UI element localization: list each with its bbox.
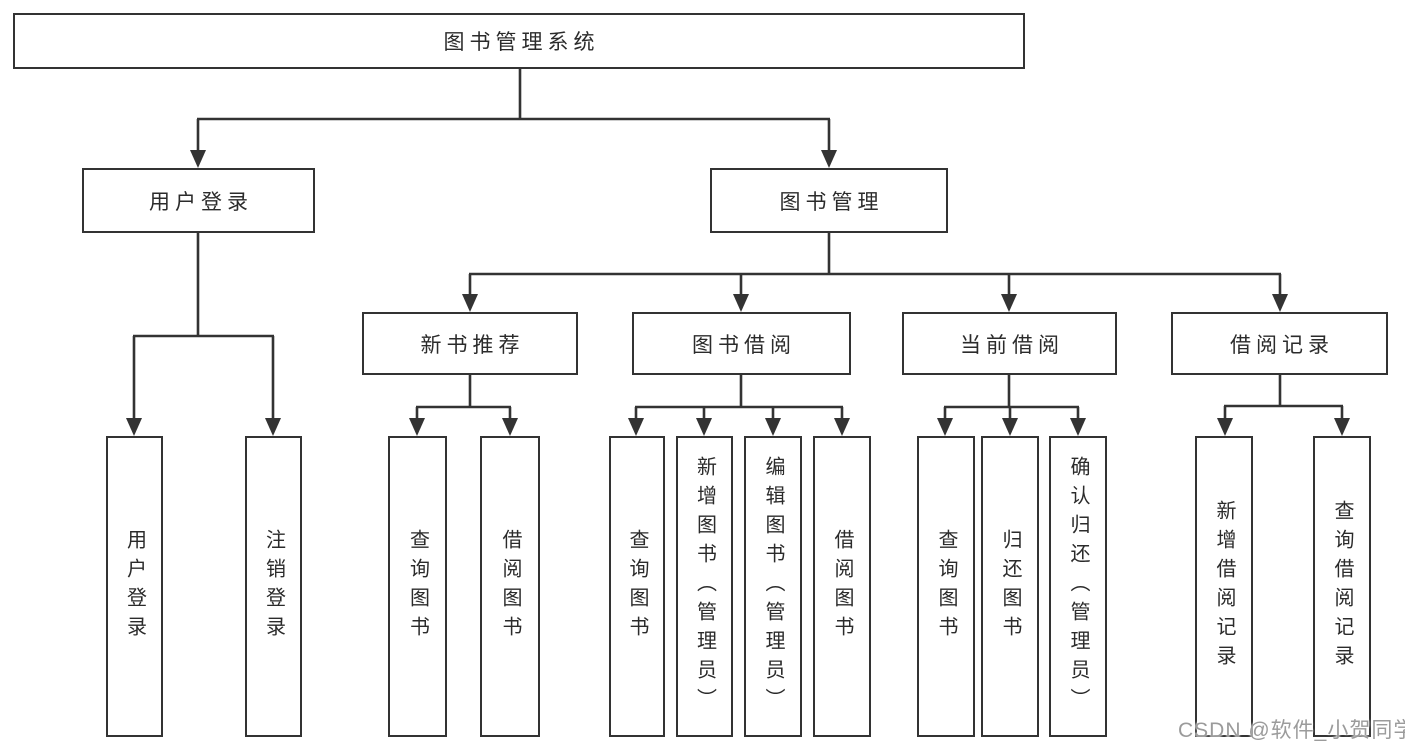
node-current-borrow: 当前借阅: [902, 312, 1117, 375]
leaf-borrow-edit-book-admin: 编辑图书（管理员）: [744, 436, 802, 737]
leaf-label: 查询图书: [935, 528, 957, 645]
leaf-label: 用户登录: [123, 528, 146, 645]
leaf-borrow-search-book: 查询图书: [609, 436, 665, 737]
leaf-label: 借阅图书: [831, 528, 853, 645]
leaf-label: 查询借阅记录: [1331, 499, 1353, 674]
leaf-label: 借阅图书: [499, 528, 521, 645]
leaf-label: 归还图书: [999, 528, 1021, 645]
csdn-watermark: CSDN @软件_小贺同学: [1178, 719, 1405, 742]
leaf-current-search-book: 查询图书: [917, 436, 975, 737]
tree-branch-lines: [132, 69, 1344, 423]
leaf-label: 查询图书: [626, 528, 648, 645]
leaf-recommend-search-book: 查询图书: [388, 436, 447, 737]
leaf-label: 新增借阅记录: [1213, 499, 1235, 674]
node-borrow-records: 借阅记录: [1171, 312, 1388, 375]
leaf-current-return-book: 归还图书: [981, 436, 1039, 737]
node-book-borrow: 图书借阅: [632, 312, 851, 375]
node-root-system: 图书管理系统: [13, 13, 1025, 69]
leaf-recommend-borrow-book: 借阅图书: [480, 436, 540, 737]
node-new-book-recommend: 新书推荐: [362, 312, 578, 375]
leaf-logout: 注销登录: [245, 436, 302, 737]
leaf-label: 新增图书（管理员）: [693, 456, 716, 717]
leaf-label: 确认归还（管理员）: [1067, 456, 1089, 717]
leaf-records-search-record: 查询借阅记录: [1313, 436, 1371, 737]
leaf-user-login: 用户登录: [106, 436, 163, 737]
leaf-current-confirm-return-admin: 确认归还（管理员）: [1049, 436, 1107, 737]
leaf-label: 编辑图书（管理员）: [762, 456, 784, 717]
leaf-borrow-add-book-admin: 新增图书（管理员）: [676, 436, 733, 737]
node-book-management: 图书管理: [710, 168, 948, 233]
leaf-borrow-borrow-book: 借阅图书: [813, 436, 871, 737]
arrow-head-icons: [126, 150, 1350, 436]
leaf-label: 查询图书: [406, 528, 429, 645]
node-user-login: 用户登录: [82, 168, 315, 233]
leaf-label: 注销登录: [262, 528, 285, 645]
leaf-records-add-record: 新增借阅记录: [1195, 436, 1253, 737]
